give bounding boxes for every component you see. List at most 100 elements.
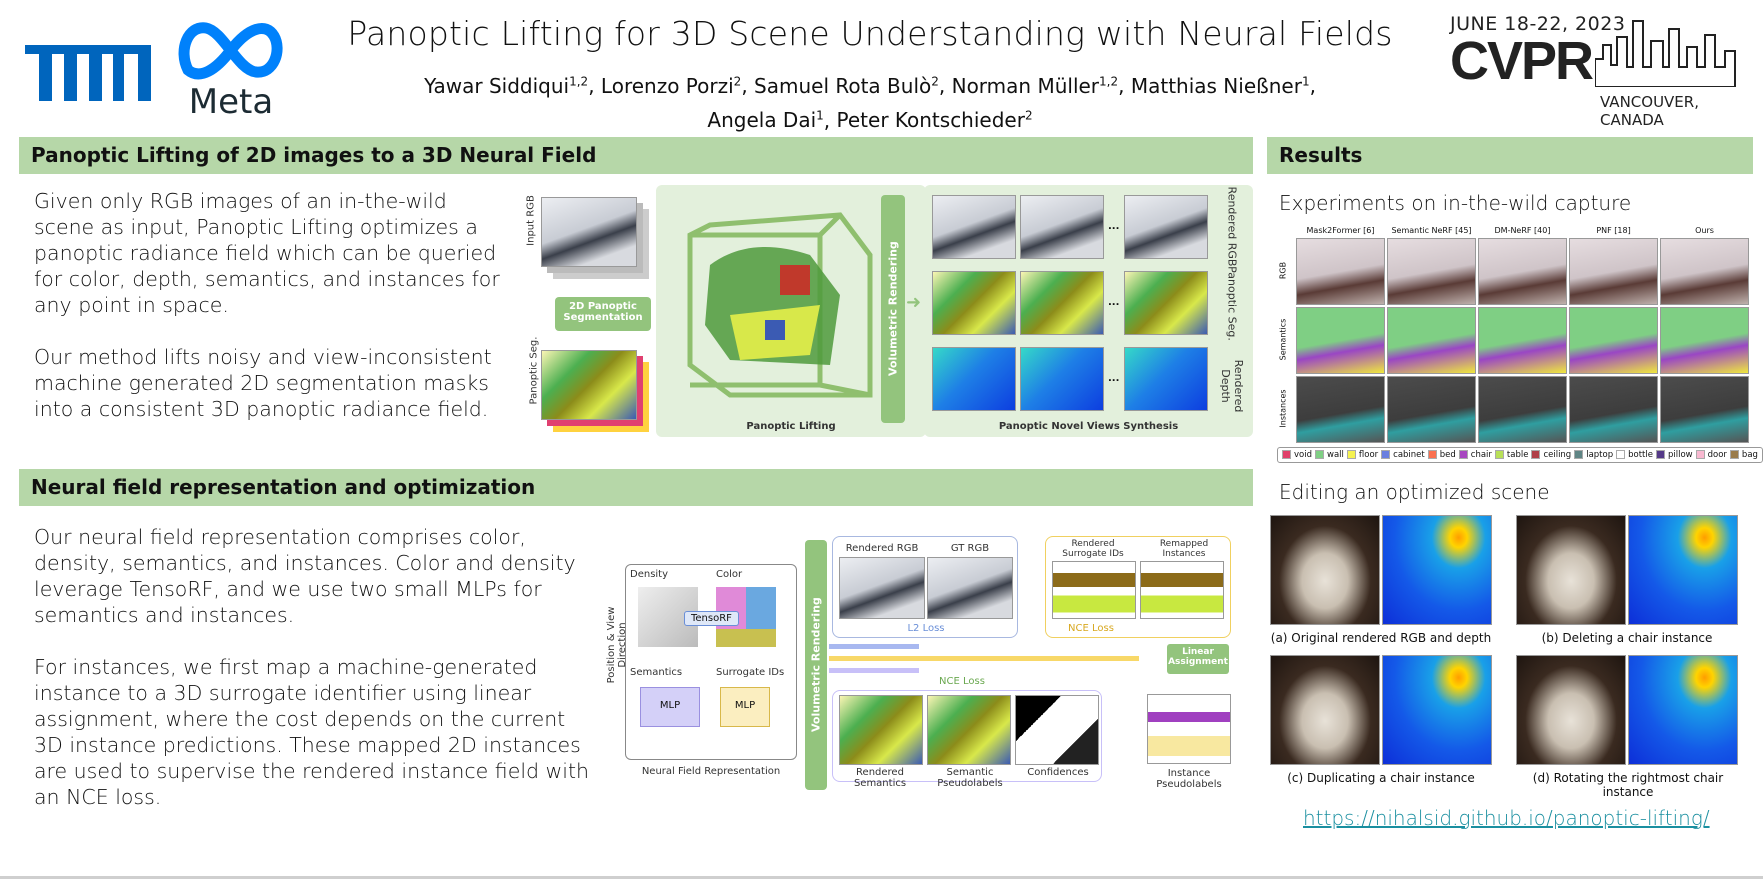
rgb-bracket: Rendered RGB GT RGB L2 Loss bbox=[832, 536, 1018, 638]
rendered-rgb-3 bbox=[1124, 195, 1208, 259]
author-affiliation: 1 bbox=[816, 108, 824, 123]
legend-swatch bbox=[1315, 450, 1324, 459]
result-image bbox=[1569, 376, 1658, 443]
caption-a: (a) Original rendered RGB and depth bbox=[1270, 631, 1492, 645]
legend-label: door bbox=[1707, 450, 1727, 460]
result-image bbox=[1660, 238, 1749, 305]
author-affiliation: 1 bbox=[1301, 74, 1310, 88]
legend-swatch bbox=[1729, 450, 1739, 459]
legend-item: floor bbox=[1346, 450, 1379, 460]
legend-item: bed bbox=[1427, 450, 1456, 460]
author: Lorenzo Porzi2 bbox=[601, 74, 741, 98]
section2-para1: Our neural field representation comprise… bbox=[34, 525, 576, 627]
semantic-bracket: Rendered Semantics Semantic Pseudolabels… bbox=[832, 690, 1102, 789]
legend-item: wall bbox=[1315, 450, 1344, 460]
project-url-link[interactable]: https://nihalsid.github.io/panoptic-lift… bbox=[1303, 806, 1710, 830]
author-name: Norman Müller bbox=[951, 73, 1100, 98]
label-density: Density bbox=[630, 569, 669, 580]
method-label: PNF [18] bbox=[1596, 226, 1631, 235]
legend-swatch bbox=[1574, 450, 1584, 459]
panoptic-seg-3 bbox=[1124, 271, 1208, 335]
edit-d-rgb bbox=[1516, 655, 1626, 765]
ellipsis: ... bbox=[1108, 297, 1120, 308]
method-label: Mask2Former [6] bbox=[1306, 226, 1375, 235]
legend-item: bag bbox=[1729, 450, 1758, 460]
label-novel-views: Panoptic Novel Views Synthesis bbox=[998, 421, 1179, 432]
method-label: DM-NeRF [40] bbox=[1494, 226, 1551, 235]
panoptic-seg-1 bbox=[932, 271, 1016, 335]
instance-bracket: Rendered Surrogate IDs Remapped Instance… bbox=[1045, 536, 1231, 638]
legend-swatch bbox=[1458, 450, 1468, 459]
edit-b-rgb bbox=[1516, 515, 1626, 625]
legend-label: chair bbox=[1470, 450, 1492, 460]
result-image bbox=[1296, 238, 1385, 305]
edit-a-depth bbox=[1382, 515, 1492, 625]
label-rendered-rgb: Rendered RGB bbox=[1225, 186, 1239, 267]
input-seg-image bbox=[541, 350, 637, 420]
author-name: Lorenzo Porzi bbox=[600, 73, 734, 98]
l2-arrow bbox=[829, 644, 919, 649]
author: Samuel Rota Bulò2 bbox=[754, 74, 939, 98]
caption-c: (c) Duplicating a chair instance bbox=[1287, 771, 1475, 785]
3d-scene-cube bbox=[687, 212, 873, 398]
label-gt-rgb: GT RGB bbox=[950, 543, 990, 554]
cvpr-location: VANCOUVER, CANADA bbox=[1600, 93, 1699, 129]
author-affiliation: 2 bbox=[733, 74, 742, 88]
results-row: RGB bbox=[1276, 238, 1756, 306]
label-remapped-instances: Remapped Instances bbox=[1159, 539, 1209, 559]
legend-swatch bbox=[1346, 450, 1356, 459]
section1-para2: Our method lifts noisy and view-inconsis… bbox=[34, 345, 492, 421]
row-label: Semantics bbox=[1278, 318, 1288, 361]
section-heading-lifting: Panoptic Lifting of 2D images to a 3D Ne… bbox=[19, 137, 1253, 174]
rendered-rgb-1 bbox=[932, 195, 1016, 259]
legend-label: void bbox=[1294, 450, 1312, 460]
label-input-rgb: Input RGB bbox=[525, 195, 537, 246]
author-name: Yawar Siddiqui bbox=[424, 73, 570, 98]
section-heading-neural-field: Neural field representation and optimiza… bbox=[19, 469, 1253, 506]
author: Angela Dai1 bbox=[707, 108, 823, 132]
label-panoptic-lifting: Panoptic Lifting bbox=[746, 421, 836, 432]
result-image bbox=[1660, 376, 1749, 443]
author-name: Samuel Rota Bulò bbox=[754, 73, 932, 98]
color-grid bbox=[716, 587, 776, 647]
legend-swatch bbox=[1531, 450, 1541, 459]
legend-swatch bbox=[1494, 450, 1504, 459]
row-label: Instances bbox=[1278, 389, 1288, 428]
neural-field-box: Density Color TensoRF Semantics Surrogat… bbox=[625, 564, 797, 760]
section1-text: Given only RGB images of an in-the-wild … bbox=[34, 188, 504, 448]
ellipsis: ... bbox=[1108, 221, 1120, 232]
panoptic-lifting-panel: Panoptic Lifting bbox=[656, 185, 926, 437]
cvpr-dates: JUNE 18-22, 2023 bbox=[1450, 13, 1626, 35]
tum-logo bbox=[25, 45, 151, 101]
author: Norman Müller1,2 bbox=[952, 74, 1119, 98]
semantic-arrow bbox=[829, 668, 919, 673]
surrogate-ids-image bbox=[1052, 561, 1136, 619]
semantic-pseudolabels-image bbox=[927, 695, 1011, 765]
label-instance-pseudolabels: Instance Pseudolabels bbox=[1156, 768, 1222, 790]
cvpr-wordmark: CVPR bbox=[1450, 31, 1594, 91]
results-grid: Mask2Former [6]Semantic NeRF [45]DM-NeRF… bbox=[1276, 226, 1752, 446]
legend-item: table bbox=[1494, 450, 1528, 460]
legend-swatch bbox=[1381, 450, 1391, 459]
label-surrogate-ids: Surrogate IDs bbox=[716, 667, 785, 678]
result-image bbox=[1296, 376, 1385, 443]
caption-d: (d) Rotating the rightmost chair instanc… bbox=[1532, 771, 1724, 799]
legend-item: chair bbox=[1458, 450, 1492, 460]
label-rendered-rgb-2: Rendered RGB bbox=[845, 543, 919, 554]
legend-label: floor bbox=[1358, 450, 1379, 460]
legend-item: bottle bbox=[1616, 450, 1653, 460]
author-name: Angela Dai bbox=[707, 108, 817, 133]
rendered-rgb-2 bbox=[1020, 195, 1104, 259]
edit-d-depth bbox=[1628, 655, 1738, 765]
result-image bbox=[1296, 307, 1385, 374]
result-image bbox=[1660, 307, 1749, 374]
surrogate-mlp: MLP bbox=[720, 687, 770, 727]
result-image bbox=[1569, 238, 1658, 305]
linear-assignment-box: Linear Assignment bbox=[1167, 644, 1229, 674]
results-row: Semantics bbox=[1276, 307, 1756, 375]
result-image bbox=[1478, 307, 1567, 374]
author-name: Peter Kontschieder bbox=[836, 108, 1025, 133]
legend-swatch bbox=[1427, 450, 1437, 459]
volumetric-rendering-bar: Volumetric Rendering bbox=[881, 195, 905, 423]
